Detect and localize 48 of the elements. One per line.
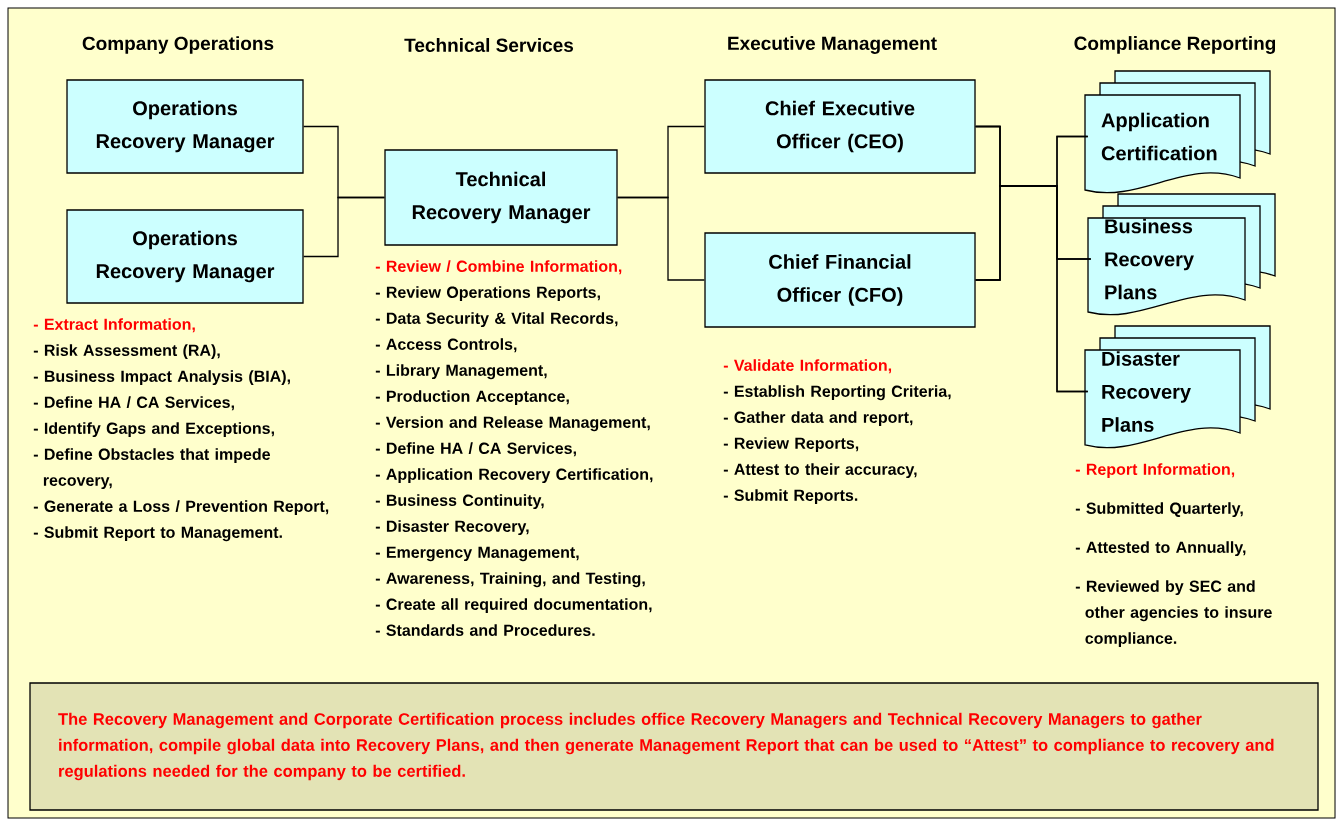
list-item: - Data Security & Vital Records, xyxy=(375,312,618,328)
list-item: - Define Obstacles that impede recovery, xyxy=(33,448,271,490)
list-item: - Awareness, Training, and Testing, xyxy=(375,572,645,588)
list-item: - Submit Reports. xyxy=(723,489,858,505)
list-item: - Reviewed by SEC and other agencies to insure compliance. xyxy=(1075,580,1272,648)
list-item: - Submit Report to Management. xyxy=(33,526,282,542)
list-item: - Gather data and report, xyxy=(723,411,913,427)
role-box: Technical Recovery Manager xyxy=(384,149,618,246)
column-heading: Executive Management xyxy=(728,36,937,54)
document-stack: Business Recovery Plans xyxy=(1087,193,1276,316)
list-item: - Access Controls, xyxy=(375,338,517,353)
list-item: - Report Information, xyxy=(1075,463,1235,479)
list-item: - Validate Information, xyxy=(723,359,892,374)
list-item: - Attested to Annually, xyxy=(1075,541,1246,557)
list-item: - Attest to their accuracy, xyxy=(723,463,917,479)
list-item: - Define HA / CA Services, xyxy=(33,396,234,411)
role-box: Operations Recovery Manager xyxy=(66,209,304,304)
note-box: The Recovery Management and Corporate Certification process includes office Recovery Managers and Technical Recovery Managers to gather information, compile global data into Recovery Plans, and then generate Management Report that can be used to “Attest” to compliance to recovery and regulations needed for the company to be certified. xyxy=(29,682,1319,811)
list-item: - Create all required documentation, xyxy=(375,598,652,614)
role-box: Operations Recovery Manager xyxy=(66,79,304,174)
list-item: - Review Reports, xyxy=(723,437,859,453)
role-box: Chief Financial Officer (CFO) xyxy=(704,232,976,328)
document-stack: Application Certification xyxy=(1084,70,1271,194)
list-item: - Define HA / CA Services, xyxy=(375,442,576,457)
list-item: - Library Management, xyxy=(375,364,547,380)
list-item: - Review / Combine Information, xyxy=(375,260,622,275)
list-item: - Risk Assessment (RA), xyxy=(33,344,220,360)
list-item: - Disaster Recovery, xyxy=(375,520,529,536)
list-item: - Version and Release Management, xyxy=(375,416,650,432)
list-item: - Business Impact Analysis (BIA), xyxy=(33,370,290,386)
list-item: - Standards and Procedures. xyxy=(375,624,595,636)
role-box: Chief Executive Officer (CEO) xyxy=(704,79,976,174)
connector-line xyxy=(617,196,705,281)
document-stack: Disaster Recovery Plans xyxy=(1084,325,1271,449)
connector-line xyxy=(975,185,1089,393)
list-item: - Production Acceptance, xyxy=(375,390,569,406)
list-item: - Application Recovery Certification, xyxy=(375,468,653,484)
list-item: - Identify Gaps and Exceptions, xyxy=(33,422,274,438)
list-item: - Establish Reporting Criteria, xyxy=(723,385,951,401)
column-heading: Technical Services xyxy=(404,38,574,52)
list-item: - Review Operations Reports, xyxy=(375,286,600,302)
connector-line xyxy=(303,196,385,258)
list-item: - Business Continuity, xyxy=(375,494,544,510)
list-item: - Submitted Quarterly, xyxy=(1075,502,1243,518)
list-item: - Extract Information, xyxy=(33,318,195,333)
list-item: - Generate a Loss / Prevention Report, xyxy=(33,500,329,516)
column-heading: Company Operations xyxy=(82,36,274,54)
list-item: - Emergency Management, xyxy=(375,546,579,562)
